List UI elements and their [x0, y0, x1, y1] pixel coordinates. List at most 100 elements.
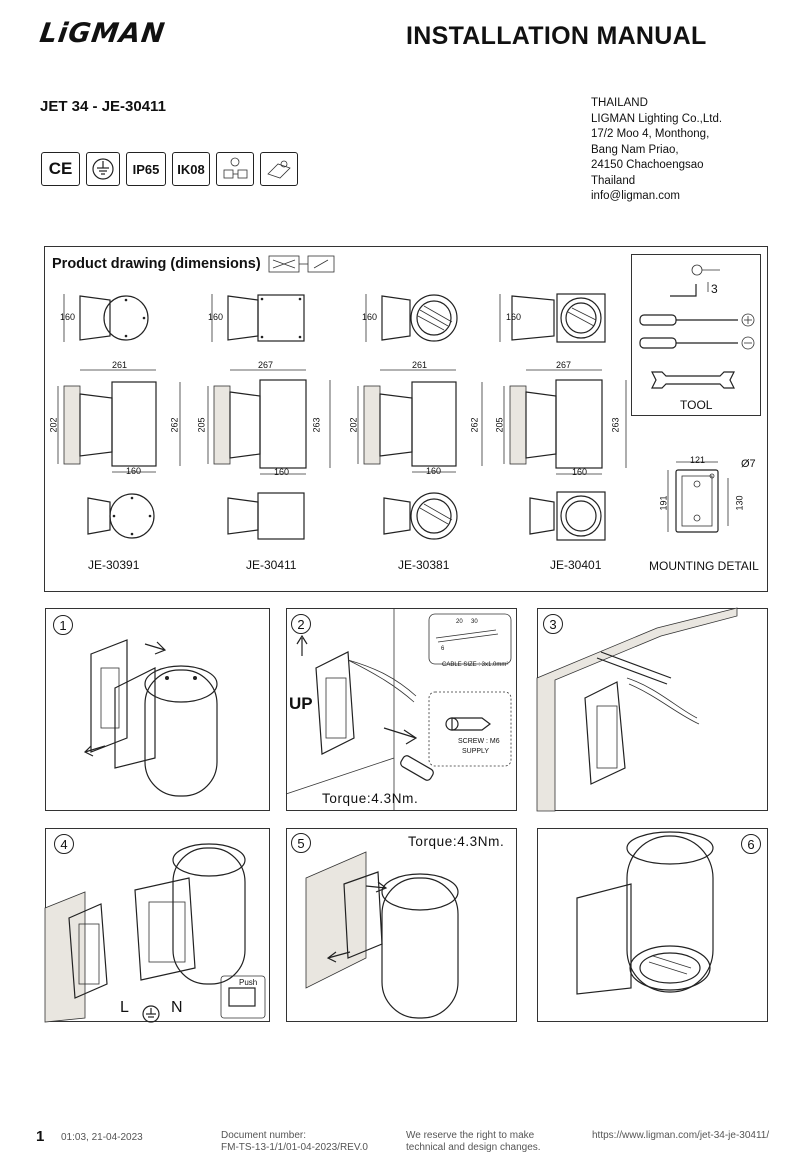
dim-depth: 160	[362, 312, 378, 322]
wrench-icon	[651, 371, 735, 389]
dim-height-left: 202	[48, 417, 59, 433]
step-2-panel	[286, 608, 517, 811]
torque-label: Torque:4.3Nm.	[322, 791, 419, 806]
step-number: 4	[54, 834, 74, 854]
step-6-illustration	[576, 831, 714, 995]
up-direction-label: UP	[289, 694, 313, 713]
panel-title: Product drawing (dimensions)	[52, 256, 261, 272]
je-30411-side-view	[207, 369, 331, 475]
step-number: 2	[291, 614, 311, 634]
dim-height-right: 262	[169, 417, 180, 433]
je-30401-bottom-view	[529, 491, 606, 541]
je-30391-bottom-view	[87, 493, 155, 539]
document-number-label: Document number:	[221, 1130, 307, 1141]
model-label: JE-30411	[246, 558, 297, 572]
address-email: info@ligman.com	[591, 190, 681, 202]
dim-height-left: 205	[196, 417, 207, 433]
dim-top-width: 261	[412, 360, 428, 370]
je-30401-top-view	[499, 293, 606, 343]
step-6-panel	[537, 828, 768, 1022]
product-drawing-panel	[44, 246, 768, 592]
step-number: 6	[741, 834, 761, 854]
je-30401-side-view	[503, 369, 627, 475]
tool-label: TOOL	[680, 398, 713, 412]
dim-height-left: 202	[348, 417, 359, 433]
step-1-panel	[45, 608, 270, 811]
dim-top-width: 267	[258, 360, 274, 370]
mounting-width: 121	[690, 455, 706, 465]
wiring-symbol-icon	[216, 152, 254, 186]
dim-depth: 160	[60, 312, 76, 322]
allen-key-size: 3	[711, 282, 718, 296]
mounting-hole-diameter: Ø7	[741, 458, 756, 470]
mounting-height-1: 191	[658, 495, 669, 511]
je-30381-top-view	[365, 294, 458, 342]
step-1-illustration	[83, 639, 218, 797]
flat-screwdriver-icon	[639, 336, 755, 350]
ip-rating-badge: IP65	[126, 152, 166, 186]
print-timestamp: 01:03, 21-04-2023	[61, 1132, 143, 1143]
product-url-link[interactable]: https://www.ligman.com/jet-34-je-30411/	[592, 1130, 770, 1141]
dim-height-right: 263	[311, 417, 322, 433]
step-number: 5	[291, 833, 311, 853]
address-line: Bang Nam Priao,	[591, 143, 679, 156]
dim-top-width: 267	[556, 360, 572, 370]
screw-label: SCREW : M6	[458, 738, 500, 745]
address-line: 17/2 Moo 4, Monthong,	[591, 128, 710, 140]
dimension-drawings	[57, 264, 755, 541]
dim-height-right: 263	[610, 417, 621, 433]
ik-rating-badge: IK08	[172, 152, 210, 186]
cable-dim: 6	[441, 646, 445, 652]
je-30381-side-view	[357, 369, 483, 473]
disclaimer-line: We reserve the right to make	[406, 1130, 535, 1141]
je-30391-side-view	[57, 369, 181, 473]
address-line: 24150 Chachoengsao	[591, 159, 704, 171]
terminal-n-label: N	[171, 999, 183, 1016]
dim-height-right: 262	[469, 417, 480, 433]
document-number: Document number: FM-TS-13-1/1/01-04-2023…	[221, 1130, 368, 1154]
dim-height-left: 205	[494, 417, 505, 433]
mounting-symbol-icon	[260, 152, 298, 186]
supply-label: SUPPLY	[462, 748, 490, 755]
page-number: 1	[36, 1128, 45, 1145]
model-label: JE-30391	[88, 558, 140, 572]
step-3-illustration	[536, 607, 738, 812]
step-4-illustration	[44, 843, 266, 1023]
push-label: Push	[239, 978, 258, 987]
step-5-illustration	[305, 851, 459, 1019]
address-line: LIGMAN Lighting Co.,Ltd.	[591, 112, 723, 125]
cable-dim: 30	[471, 619, 478, 625]
address-line: Thailand	[591, 174, 636, 187]
allen-key-icon	[670, 264, 720, 297]
step-number: 1	[53, 615, 73, 635]
terminal-l-label: L	[120, 999, 129, 1016]
page-title: INSTALLATION MANUAL	[406, 22, 707, 50]
cable-size-label: CABLE SIZE : 3x1.0mm²	[442, 662, 509, 668]
model-label: JE-30381	[398, 558, 450, 572]
step-2-illustration	[285, 608, 512, 811]
disclaimer-line: technical and design changes.	[406, 1142, 541, 1153]
phillips-screwdriver-icon	[639, 313, 755, 327]
dimension-symbol-icon	[268, 255, 335, 273]
je-30411-top-view	[211, 294, 305, 342]
step-5-panel	[286, 828, 517, 1022]
mounting-plate-drawing	[667, 461, 729, 533]
dim-depth: 160	[208, 312, 224, 322]
document-number-value: FM-TS-13-1/1/01-04-2023/REV.0	[221, 1142, 368, 1153]
model-label: JE-30401	[550, 558, 602, 572]
company-address: THAILAND LIGMAN Lighting Co.,Ltd. 17/2 M…	[591, 96, 722, 205]
dim-bottom-width: 160	[572, 467, 588, 477]
dim-depth: 160	[506, 312, 522, 322]
ground-class-icon	[86, 152, 120, 186]
tool-box	[631, 254, 761, 416]
je-30381-bottom-view	[383, 492, 458, 540]
ce-mark-icon: CE	[41, 152, 80, 186]
address-line: THAILAND	[591, 97, 648, 109]
dim-bottom-width: 160	[274, 467, 290, 477]
disclaimer: We reserve the right to make technical a…	[406, 1130, 541, 1154]
step-number: 3	[543, 614, 563, 634]
dim-bottom-width: 160	[126, 466, 142, 476]
dim-bottom-width: 160	[426, 466, 442, 476]
dim-top-width: 261	[112, 360, 128, 370]
product-code: JET 34 - JE-30411	[40, 98, 166, 115]
